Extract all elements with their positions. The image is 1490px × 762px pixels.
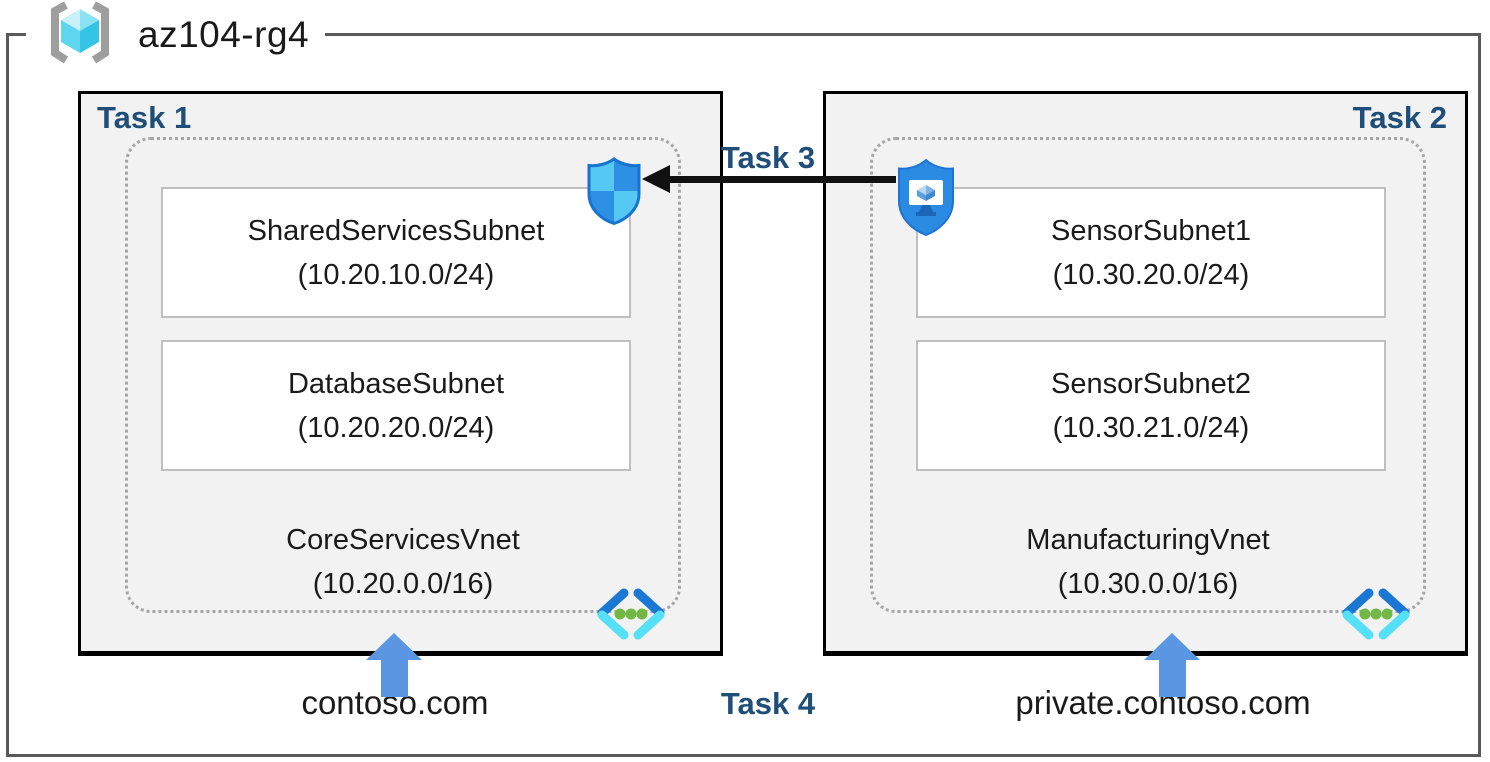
- core-services-vnet-label: CoreServicesVnet (10.20.0.0/16): [125, 518, 681, 606]
- subnet-name: SensorSubnet2: [1051, 367, 1251, 400]
- subnet-cidr: (10.30.21.0/24): [1052, 411, 1250, 444]
- private-contoso-up-arrow-icon: [1144, 633, 1200, 697]
- task3-label: Task 3: [720, 140, 816, 175]
- sensor-subnet2-box: SensorSubnet2 (10.30.21.0/24): [916, 340, 1386, 471]
- vnet-name: CoreServicesVnet: [286, 524, 520, 556]
- task1-label: Task 1: [97, 100, 192, 135]
- resource-group-name: az104-rg4: [138, 14, 310, 55]
- resource-group-icon: [42, 0, 118, 71]
- subnet-cidr: (10.20.20.0/24): [297, 411, 495, 444]
- vnet-name: ManufacturingVnet: [1026, 524, 1270, 556]
- subnet-name: DatabaseSubnet: [287, 367, 505, 400]
- subnet-name: SensorSubnet1: [1051, 214, 1251, 247]
- subnet-name: SharedServicesSubnet: [247, 214, 545, 247]
- network-security-group-icon: [584, 156, 644, 226]
- vnet-cidr: (10.20.0.0/16): [312, 568, 494, 600]
- task3-arrow-line: [668, 176, 896, 183]
- core-services-vnet-boundary: [125, 137, 681, 613]
- manufacturing-vnet-label: ManufacturingVnet (10.30.0.0/16): [870, 518, 1426, 606]
- task4-label: Task 4: [720, 686, 816, 721]
- subnet-cidr: (10.30.20.0/24): [1052, 258, 1250, 291]
- task2-label: Task 2: [1352, 100, 1447, 135]
- sensor-subnet1-box: SensorSubnet1 (10.30.20.0/24): [916, 187, 1386, 318]
- bastion-icon: [894, 158, 958, 238]
- subnet-cidr: (10.20.10.0/24): [297, 258, 495, 291]
- task3-arrow-head-icon: [642, 165, 670, 193]
- contoso-up-arrow-icon: [366, 633, 422, 697]
- resource-group-legend: az104-rg4: [26, 0, 326, 71]
- vnet-cidr: (10.30.0.0/16): [1057, 568, 1239, 600]
- shared-services-subnet-box: SharedServicesSubnet (10.20.10.0/24): [161, 187, 631, 318]
- virtual-network-icon: [1338, 586, 1414, 642]
- database-subnet-box: DatabaseSubnet (10.20.20.0/24): [161, 340, 631, 471]
- virtual-network-icon: [593, 586, 669, 642]
- manufacturing-vnet-boundary: [870, 137, 1426, 613]
